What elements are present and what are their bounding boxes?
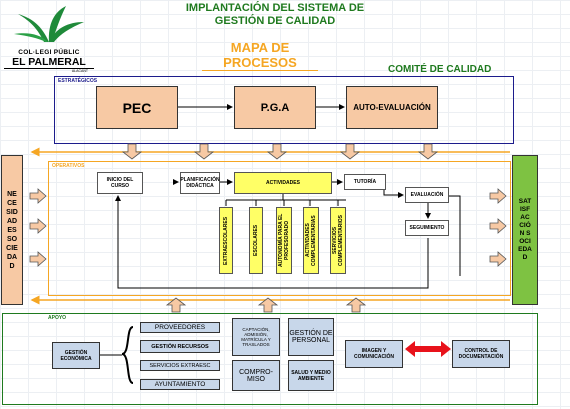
map-title-line-2: PROCESOS (202, 55, 318, 71)
sub-activity-extraescolares: EXTRAESCOLARES (219, 207, 233, 274)
left-bar-necesidades: NECESIDADES SOCIEDAD (1, 155, 23, 305)
op-box-tutoria: TUTORÍA (344, 174, 386, 190)
support-list-proveedores: PROVEEDORES (140, 322, 220, 333)
support-captacion: CAPTACIÓN, ADMISIÓN, MATRÍCULA Y TRASLAD… (232, 318, 280, 356)
map-title: MAPA DE PROCESOS (202, 40, 318, 71)
support-bracket (121, 326, 134, 384)
logo-line-1: COL·LEGI PÚBLIC (18, 49, 80, 56)
map-title-line-1: MAPA DE (230, 40, 290, 55)
strategic-box-autoevaluacion: AUTO-EVALUACIÓN (346, 86, 438, 129)
op-box-inicio: INICIO DEL CURSO (97, 172, 143, 194)
committee-label: COMITÉ DE CALIDAD (388, 64, 492, 75)
right-arrow-group (489, 188, 507, 267)
strategic-box-pga: P.G.A (234, 86, 316, 129)
down-arrow-1 (121, 143, 143, 160)
title-line-2: GESTIÓN DE CALIDAD (214, 15, 336, 27)
right-bar-label: SATISFACCIÓN SOCIEDAD (518, 198, 532, 261)
left-bar-label: NECESIDADES SOCIEDAD (6, 190, 18, 270)
double-arrow-red (405, 341, 451, 357)
up-arrow-group (165, 297, 367, 313)
strategic-frame (54, 76, 514, 144)
support-compromiso: COMPRO-MISO (232, 360, 280, 391)
operative-label: OPERATIVOS (52, 163, 85, 169)
support-list-ayuntamiento: AYUNTAMIENTO (140, 379, 220, 390)
op-box-planificacion: PLANIFICACIÓN DIDÁCTICA (180, 172, 220, 194)
strategic-box-pec: PEC (96, 86, 178, 129)
support-imagen: IMAGEN Y COMUNICACIÓN (345, 340, 403, 368)
down-arrow-4 (339, 143, 361, 160)
down-arrow-group (121, 143, 439, 160)
sub-activity-servicios: SERVICIOS COMPLEMENTARIOS (330, 207, 346, 274)
logo-line-3: ALACANT (71, 69, 88, 73)
support-salud: SALUD Y MEDIO AMBIENTE (288, 360, 334, 391)
school-logo: COL·LEGI PÚBLIC EL PALMERAL ALACANT (4, 4, 94, 78)
sub-activity-autonomia: AUTONOMÍA PARA EL PROFESORADO (276, 207, 292, 274)
support-frame (2, 313, 538, 405)
left-arrow-group (29, 188, 47, 267)
op-box-seguimiento: SEGUIMIENTO (405, 220, 449, 236)
support-list-gestion-recursos: GESTIÓN RECURSOS (140, 340, 220, 353)
operative-frame (48, 161, 511, 296)
palm-leaf-icon (14, 6, 84, 42)
strategic-label: ESTRATÉGICOS (58, 78, 98, 84)
support-control: CONTROL DE DOCUMENTACIÓN (452, 340, 510, 368)
support-gestion-personal: GESTIÓN DE PERSONAL (288, 318, 334, 356)
title-line-1: IMPLANTACIÓN DEL SISTEMA DE (185, 2, 365, 14)
support-gestion-economica: GESTIÓN ECONÓMICA (52, 342, 100, 369)
page-title: IMPLANTACIÓN DEL SISTEMA DE GESTIÓN DE C… (150, 2, 400, 28)
support-list-servicios-extraesc: SERVICIOS EXTRAESC (140, 360, 220, 371)
down-arrow-3 (266, 143, 288, 160)
right-bar-satisfaccion: SATISFACCIÓN SOCIEDAD (512, 155, 538, 305)
sub-activity-complementarias: ACTIVIDADES COMPLEMENTARIAS (303, 207, 319, 274)
op-box-actividades: ACTIVIDADES (234, 172, 332, 194)
down-arrow-5 (417, 143, 439, 160)
logo-line-2: EL PALMERAL (4, 56, 94, 69)
down-arrow-2 (193, 143, 215, 160)
support-label: APOYO (48, 315, 67, 321)
op-box-evaluacion: EVALUACIÓN (405, 187, 449, 203)
sub-activity-escolares: ESCOLARES (249, 207, 263, 274)
